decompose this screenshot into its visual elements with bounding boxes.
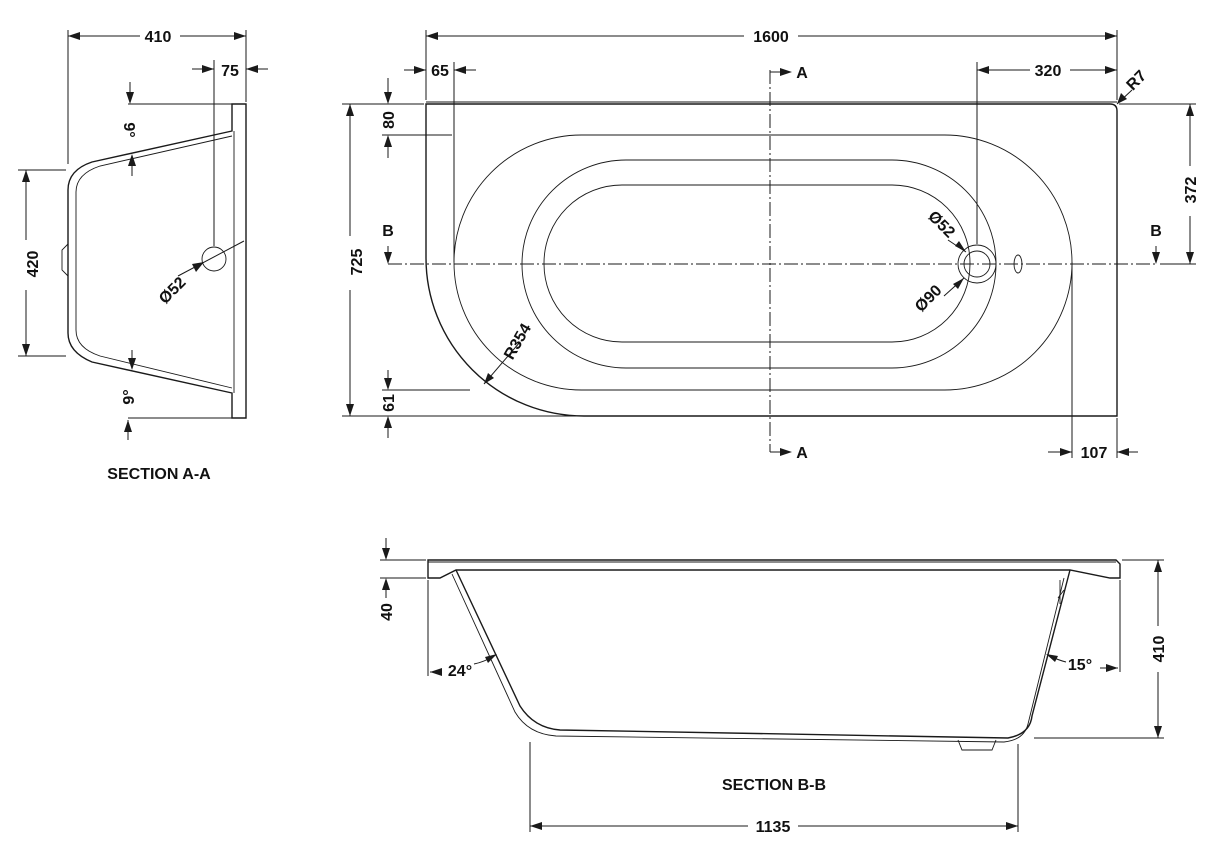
plan-waste-to-edge-label: 372 bbox=[1183, 177, 1200, 204]
section-a-a-inner-shell bbox=[75, 135, 233, 389]
section-a-a-view: 410 75 9° 9° 420 Ø52 SECTION A bbox=[18, 29, 268, 483]
plan-corner-radius-label: R7 bbox=[1124, 68, 1151, 95]
section-a-a-width-label: 410 bbox=[145, 29, 172, 46]
plan-section-b-left: B bbox=[382, 223, 394, 240]
plan-outer-rim bbox=[425, 103, 1118, 417]
section-a-a-title: SECTION A-A bbox=[107, 466, 211, 483]
plan-view: A A B B 1600 65 320 R7 bbox=[342, 29, 1200, 462]
section-b-b-floor-length-label: 1135 bbox=[756, 819, 791, 836]
section-b-b-title: SECTION B-B bbox=[722, 777, 826, 794]
plan-waste-offset-label: 320 bbox=[1035, 63, 1062, 80]
section-b-b-right-angle: 15° bbox=[1068, 657, 1092, 674]
plan-section-b-right: B bbox=[1150, 223, 1162, 240]
section-a-a-profile bbox=[67, 103, 247, 419]
section-b-b-inner-wall bbox=[451, 573, 1065, 743]
plan-section-a-bottom: A bbox=[796, 445, 808, 462]
section-a-a-overflow bbox=[61, 243, 69, 277]
section-a-a-waste-hole bbox=[201, 246, 227, 272]
plan-waste-diameter-label: Ø52 bbox=[924, 208, 957, 241]
plan-waste-outer bbox=[957, 244, 997, 284]
plan-end-rim-label: 107 bbox=[1081, 445, 1108, 462]
section-a-a-waste-label: Ø52 bbox=[156, 274, 189, 307]
plan-waste-inner bbox=[963, 250, 991, 278]
plan-section-a-top: A bbox=[796, 65, 808, 82]
plan-width-label: 725 bbox=[349, 249, 366, 276]
section-b-b-rim bbox=[427, 559, 1121, 579]
plan-end-radius-label: R354 bbox=[501, 321, 535, 363]
plan-end-offset-label: 65 bbox=[431, 63, 449, 80]
section-b-b-view: 40 410 24° 15° 1135 SECTION B-B bbox=[379, 538, 1168, 836]
plan-rim-top-label: 80 bbox=[381, 111, 398, 129]
section-b-b-body bbox=[455, 569, 1071, 739]
section-b-b-rim-thickness-label: 40 bbox=[379, 603, 396, 621]
section-a-a-bottom-angle: 9° bbox=[121, 389, 138, 404]
plan-overflow bbox=[1013, 254, 1023, 274]
plan-inner-rim bbox=[453, 134, 1073, 391]
plan-length-label: 1600 bbox=[753, 29, 789, 46]
plan-waste-outer-diameter-label: Ø90 bbox=[912, 282, 945, 315]
section-a-a-top-angle: 9° bbox=[120, 122, 137, 137]
section-b-b-height-label: 410 bbox=[1151, 636, 1168, 663]
plan-rim-bottom-label: 61 bbox=[381, 394, 398, 412]
section-a-a-depth-label: 420 bbox=[25, 251, 42, 278]
section-b-b-left-angle: 24° bbox=[448, 663, 472, 680]
section-b-b-foot bbox=[957, 739, 997, 751]
section-a-a-rim-label: 75 bbox=[221, 63, 239, 80]
